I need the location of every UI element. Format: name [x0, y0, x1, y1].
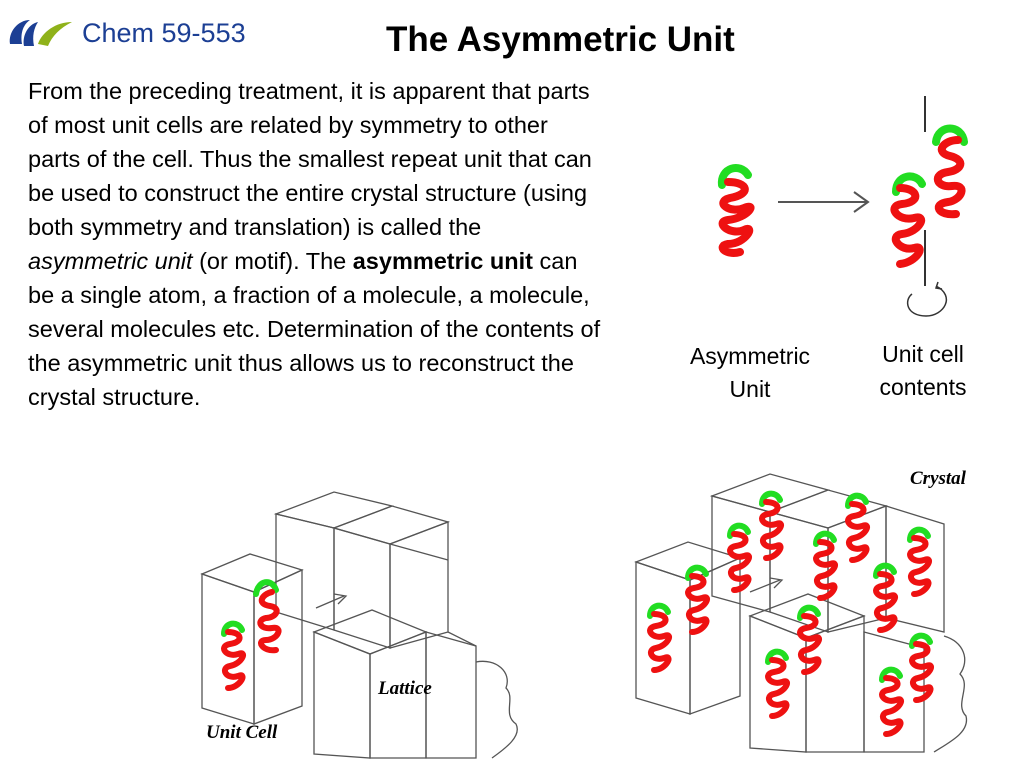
university-logo-icon: [9, 20, 72, 46]
lattice-label: Lattice: [377, 678, 432, 699]
helix-upper: [932, 124, 968, 219]
unit-cell-contents-label: Unit cell contents: [858, 338, 988, 404]
asymmetric-unit-bold: asymmetric unit: [352, 248, 533, 274]
lattice-helix-upper: [253, 579, 282, 654]
crystal-diagram: Crystal: [634, 468, 968, 753]
asymmetric-unit-diagram: [717, 96, 968, 317]
asymmetric-unit-italic: asymmetric unit: [28, 248, 193, 274]
body-paragraph: From the preceding treatment, it is appa…: [28, 74, 603, 414]
crystal-label: Crystal: [910, 468, 967, 489]
asymmetric-unit-label: Asymmetric Unit: [689, 343, 811, 402]
crystal-helices: [647, 490, 934, 737]
course-code: Chem 59-553: [82, 18, 246, 48]
lattice-helix-lower: [221, 620, 246, 691]
helix-lower: [890, 172, 926, 268]
unit-cell-contents-line-1: Unit cell: [882, 341, 964, 367]
lattice-diagram: Lattice Unit Cell: [200, 491, 518, 759]
body-text-part-2: (or motif). The: [192, 248, 353, 274]
slide-title: The Asymmetric Unit: [386, 20, 735, 59]
body-text-part-1: From the preceding treatment, it is appa…: [28, 78, 592, 240]
unit-cell-contents-line-2: contents: [879, 374, 967, 400]
helix-single: [717, 164, 755, 257]
unit-cell-label: Unit Cell: [206, 722, 278, 743]
body-text-part-3: can be a single atom, a fraction of a mo…: [28, 248, 601, 410]
